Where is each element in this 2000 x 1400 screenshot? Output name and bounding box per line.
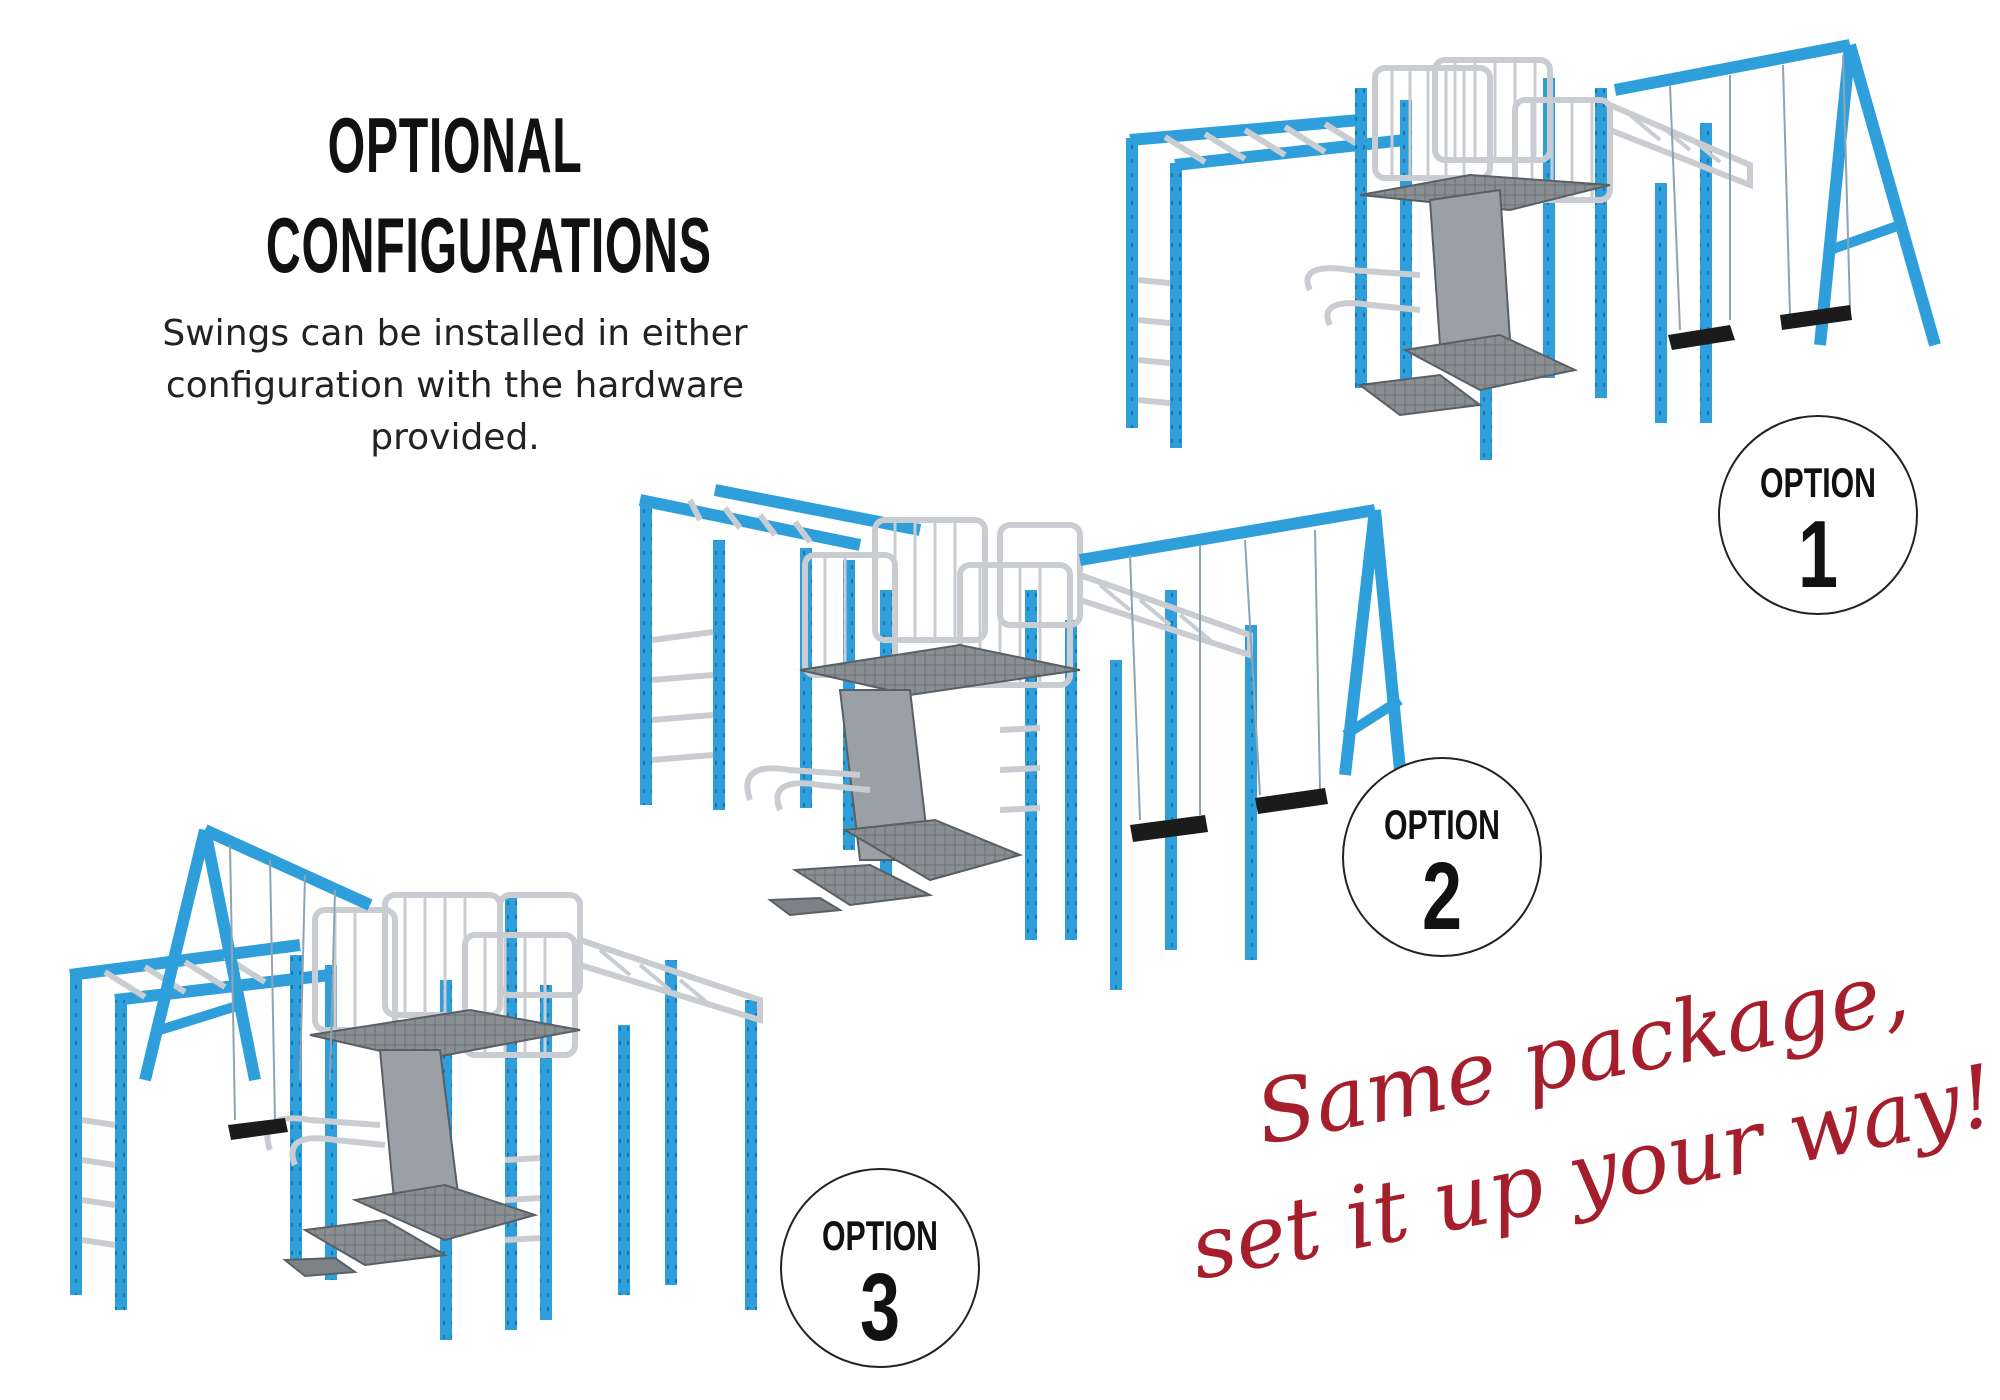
title-line-2: CONFIGURATIONS: [265, 201, 712, 289]
option-2-label: OPTION: [1384, 801, 1500, 848]
option-3-badge: OPTION 3: [780, 1168, 980, 1368]
option-1-number: 1: [1797, 501, 1839, 608]
playset-option-3: [69, 824, 763, 1340]
option-3-label: OPTION: [822, 1212, 938, 1259]
option-1-badge: OPTION 1: [1718, 415, 1918, 615]
title-line-1: OPTIONAL: [327, 101, 583, 189]
option-2-number: 2: [1421, 843, 1463, 950]
option-2-badge: OPTION 2: [1342, 757, 1542, 957]
page-title: OPTIONAL CONFIGURATIONS: [265, 95, 712, 295]
playset-option-2: [638, 484, 1406, 990]
option-1-label: OPTION: [1760, 459, 1876, 506]
description-text: Swings can be installed in either config…: [162, 313, 748, 458]
playset-option-1: [1126, 39, 1941, 460]
option-3-number: 3: [859, 1254, 901, 1361]
